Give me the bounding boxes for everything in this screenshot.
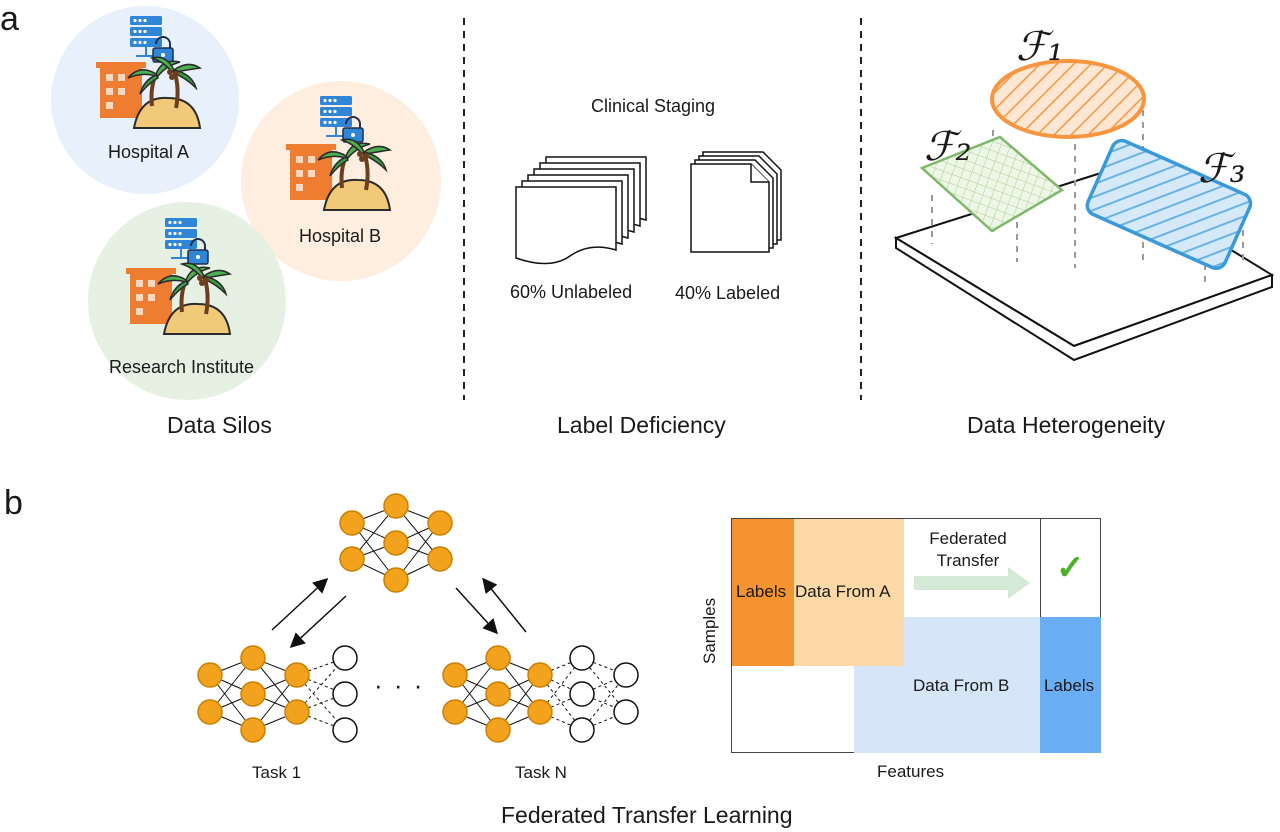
feature-sample-matrix bbox=[731, 518, 1101, 753]
central-network-nodes bbox=[339, 493, 453, 593]
labels-b-block bbox=[1040, 617, 1101, 753]
labels-a-text: Labels bbox=[736, 582, 787, 601]
hospital-b-label: Hospital B bbox=[299, 226, 382, 246]
features-axis-label: Features bbox=[877, 762, 945, 781]
task-n-new-nodes bbox=[569, 645, 639, 743]
transfer-arrows bbox=[271, 577, 527, 649]
f3-label: ℱ₃ bbox=[1198, 146, 1246, 192]
task-1-label: Task 1 bbox=[252, 763, 302, 782]
unlabeled-label: 60% Unlabeled bbox=[510, 282, 633, 302]
label-deficiency-title: Label Deficiency bbox=[557, 412, 726, 438]
data-b-block-left bbox=[854, 666, 904, 753]
data-heterogeneity-title: Data Heterogeneity bbox=[967, 412, 1166, 438]
data-from-a-text: Data From A bbox=[795, 582, 891, 601]
federated-transfer-text: Federated Transfer bbox=[929, 529, 1007, 570]
task-1-new-nodes bbox=[332, 645, 358, 743]
task-n-nodes bbox=[442, 645, 553, 743]
research-institute-label: Research Institute bbox=[109, 357, 255, 377]
data-from-b-text: Data From B bbox=[913, 676, 1010, 695]
panel-b-letter: b bbox=[4, 484, 23, 522]
hospital-a-circle bbox=[51, 6, 239, 194]
f3-rectangle bbox=[1085, 138, 1253, 271]
data-a-block bbox=[794, 519, 904, 666]
labeled-pages-icon bbox=[690, 151, 782, 253]
data-silos-title: Data Silos bbox=[167, 412, 272, 438]
f2-label: ℱ₂ bbox=[924, 124, 972, 170]
research-institute-circle bbox=[88, 202, 286, 400]
ellipsis: · · · bbox=[374, 670, 425, 700]
federated-transfer-learning-title: Federated Transfer Learning bbox=[501, 802, 793, 828]
labels-a-block bbox=[732, 519, 794, 666]
check-icon: ✓ bbox=[1056, 549, 1085, 587]
labeled-label: 40% Labeled bbox=[675, 283, 781, 303]
panel-a-letter: a bbox=[0, 0, 19, 38]
document-stacks bbox=[515, 151, 782, 265]
f1-ellipse bbox=[990, 59, 1146, 139]
clinical-staging-label: Clinical Staging bbox=[591, 96, 716, 116]
data-heterogeneity-diagram bbox=[893, 59, 1275, 362]
task-n-label: Task N bbox=[515, 763, 567, 782]
matrix-divider bbox=[1040, 519, 1041, 617]
f2-plane bbox=[919, 135, 1065, 233]
task-1-nodes bbox=[197, 645, 310, 743]
labels-b-text: Labels bbox=[1044, 676, 1095, 695]
hospital-a-label: Hospital A bbox=[108, 142, 190, 162]
f1-label: ℱ₁ bbox=[1016, 24, 1064, 70]
neural-network-diagram bbox=[197, 493, 639, 743]
data-silos-diagram bbox=[51, 6, 441, 400]
samples-axis-label: Samples bbox=[700, 597, 719, 664]
data-b-block bbox=[904, 617, 1040, 753]
unlabeled-pages-icon bbox=[515, 156, 647, 265]
